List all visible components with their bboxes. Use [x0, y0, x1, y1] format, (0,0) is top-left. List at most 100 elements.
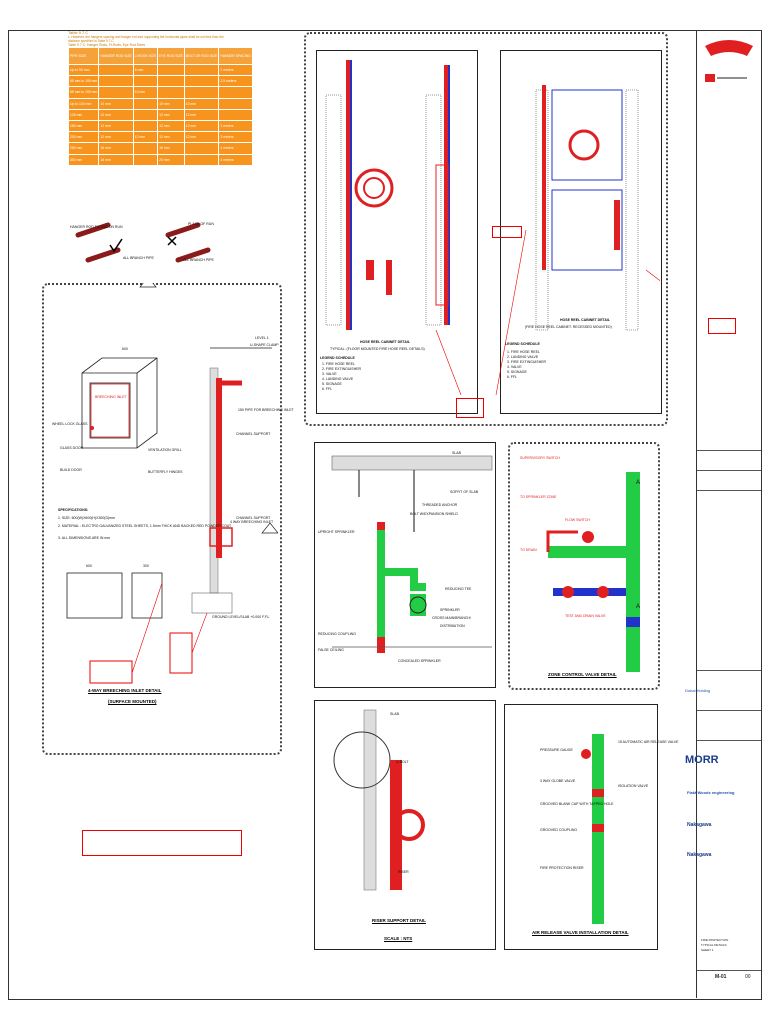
- airvalve-label-7: ISOLATION VALVE: [618, 784, 649, 788]
- zone-label-3: TO DRAIN: [520, 548, 537, 552]
- table-cell: [183, 63, 220, 77]
- table-header-cell: BOLT OR ROD SIZE: [183, 47, 220, 65]
- table-subtitle: Table 9.7.C: Hanger Rods, Ft-Rods, Eye R…: [68, 43, 146, 47]
- zone-label-2: TO SPRINKLER ZONE: [520, 495, 557, 499]
- breeching-right-label-1: VENTILATION GRILL: [148, 448, 182, 452]
- table-title: Table 9.7.C: [68, 30, 89, 35]
- zone-label-1: SUPERVISORY SWITCH: [520, 456, 560, 460]
- logo-2: Flakt Woods engineering: [687, 790, 735, 795]
- airvalve-drawing: [581, 734, 604, 924]
- table-cell: 8 mm: [132, 63, 159, 77]
- legend-item: 3. FIRE EXTINGUISHER: [507, 360, 547, 364]
- table-cell: 12 mm: [132, 131, 159, 144]
- breeching-side-label-3: BUILD DOOR: [60, 468, 82, 472]
- breeching-level-sub: U-SHAPE CLAMP: [250, 343, 279, 347]
- table-cell: 16 mm: [98, 142, 134, 155]
- table-cell: [132, 153, 159, 166]
- zone-label-4: FLOW SWITCH: [565, 518, 590, 522]
- airvalve-label-6: 15 AUTOMATIC AIR RELEASE VALVE: [618, 740, 679, 744]
- airvalve-label-5: FIRE PROTECTION RISER: [540, 866, 584, 870]
- table-cell: 125 mm: [67, 108, 100, 121]
- revision: 00: [745, 974, 751, 980]
- sprinkler-anchor: THREADED ANCHOR: [422, 503, 458, 507]
- zone-mark-2: A: [636, 604, 641, 610]
- compass-logo: [705, 40, 753, 82]
- hosereel-redbox-2: [492, 226, 522, 238]
- breeching-caption: 4-WAY BREECHING INLET DETAIL: [88, 688, 162, 693]
- airvalve-caption: AIR RELEASE VALVE INSTALLATION DETAIL: [532, 930, 629, 935]
- table-cell: [132, 75, 159, 88]
- sprinkler-concealed: CONCEALED SPRINKLER: [398, 659, 441, 663]
- table-header-cell: PIPE SIZE: [67, 47, 100, 65]
- table-cell: 4 meters: [218, 153, 253, 166]
- airvalve-label-4: GROOVED COUPLING: [540, 828, 578, 832]
- breeching-drawing: [66, 283, 278, 684]
- breeching-pipe-label-2: CHANNEL SUPPORT: [236, 432, 271, 436]
- table-cell: [132, 108, 159, 121]
- sprinkler-soffit: SOFFIT OF SLAB: [450, 490, 479, 494]
- table-cell: 2.5 meters: [218, 75, 253, 88]
- table-note: c. However, the hangers spacing and hang…: [68, 35, 224, 43]
- hosereel-panel: [304, 32, 668, 426]
- hosereel-legend-1: LEGEND SCHEDULE: [320, 356, 355, 360]
- table-header-cell: J-HOOK SIZE: [132, 47, 159, 65]
- annotation-redbox: [82, 830, 242, 856]
- title-block: Dubai Holding MORR Flakt Woods engineeri…: [685, 30, 761, 998]
- table-cell: [132, 142, 159, 155]
- table-cell: [218, 97, 253, 110]
- table-cell: 4 meters: [218, 142, 253, 155]
- sprinkler-coupling: REDUCING COUPLING: [318, 632, 356, 636]
- table-cell: 2 meters: [218, 63, 253, 77]
- breeching-dim-2: 600: [86, 564, 92, 568]
- legend-item: 3. VALVE: [322, 372, 337, 376]
- sprinkler-dist: DISTRIBUTION: [440, 624, 465, 628]
- hosereel-redbox-1: [456, 398, 484, 418]
- title-line-2: TYPICAL DETAILS: [701, 943, 727, 947]
- breeching-panel: [42, 283, 282, 755]
- riser-label-2: U-BOLT: [396, 760, 409, 764]
- airvalve-label-1: PRESSURE GAUGE: [540, 748, 573, 752]
- table-cell: 65 mm to 100 mm: [67, 75, 100, 88]
- table-cell: [183, 142, 220, 155]
- hanger-table: Table 9.7.C c. However, the hangers spac…: [67, 30, 253, 270]
- legend-item: 4. VALVE: [507, 365, 522, 369]
- table-cell: [157, 75, 185, 88]
- breeching-side-label-1: WHEEL LOCK GLASS: [52, 422, 88, 426]
- table-cell: 10 mm: [183, 97, 220, 110]
- airvalve-label-2: 3 WAY GLOBE VALVE: [540, 779, 576, 783]
- breeching-caption-sub: (SURFACE MOUNTED): [108, 699, 157, 704]
- legend-item: 2. FIRE EXTINGUISHER: [322, 367, 362, 371]
- table-cell: 12 mm: [183, 131, 220, 144]
- hosereel-cap-2b: (FIRE HOSE REEL CABINET: RECESSED MOUNTE…: [525, 325, 612, 329]
- hanger-label-4: ALL BRANCH PIPE: [183, 258, 214, 262]
- zone-panel: [508, 442, 660, 690]
- riser-panel: [314, 700, 496, 950]
- sprinkler-drawing: [331, 455, 493, 653]
- table-header-cell: HANGER ROD SIZE: [98, 47, 134, 65]
- logo-1: MORR: [685, 754, 719, 766]
- legend-item: 5. SIGNAGE: [507, 370, 527, 374]
- hosereel-cap-1b: TYPICAL: (FLOOR MOUNTED FIRE HOSE REEL D…: [330, 347, 425, 351]
- riser-drawing: [333, 709, 425, 891]
- table-cell: [132, 97, 159, 110]
- breeching-level: LEVEL 1: [255, 336, 269, 340]
- breeching-pipe-label-1: 150 PIPE FOR BREECHING INLET: [238, 408, 294, 412]
- title-line-1: FIRE PROTECTION: [701, 938, 729, 942]
- hosereel-cap-1: HOSE REEL CABINET DETAIL: [360, 340, 411, 344]
- table-cell: [98, 63, 134, 77]
- table-cell: 12 mm: [157, 131, 185, 144]
- table-cell: Up to 100 mm: [67, 97, 100, 110]
- hosereel-redbox-3: [708, 318, 736, 334]
- table-cell: [183, 75, 220, 88]
- hanger-label-1: HANGER ROD FACING ON RUN: [70, 225, 123, 229]
- table-cell: 20 mm: [157, 153, 185, 166]
- table-cell: [157, 86, 185, 99]
- zone-mark-1: A: [636, 480, 641, 486]
- zone-drawing: [546, 472, 640, 672]
